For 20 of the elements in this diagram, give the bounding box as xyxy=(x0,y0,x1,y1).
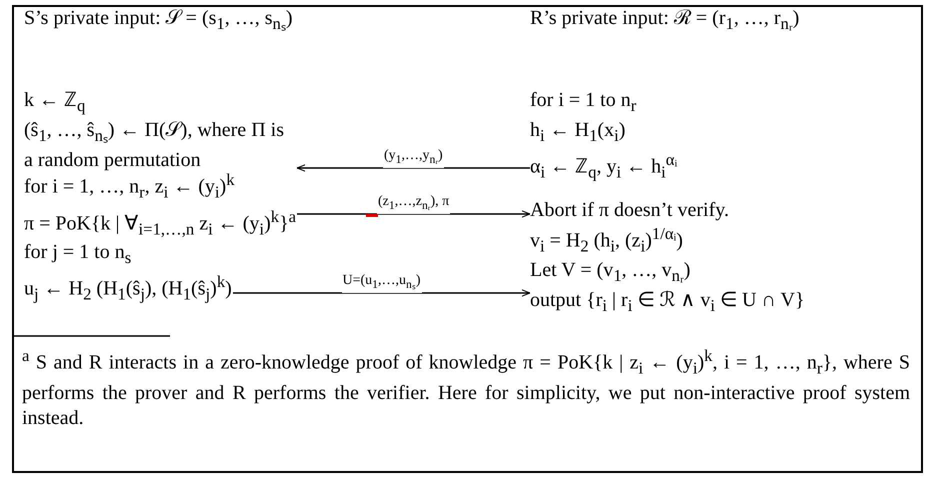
protocol-step-text: v$_{i}$ = H$_{2}$ (h$_{i}$, (z$_{i}$)$^{1/αᵢ}$) xyxy=(530,223,684,258)
protocol-step-text: u$_{j}$ ← H$_{2}$ (H$_{1}$(ŝ$_{j}$), (H$_{1}$(ŝ$_{j}$)$^{k}$) xyxy=(24,271,232,306)
input-heading: R’s private input: ℛ = (r$_{1}$, …, r$_{nᵣ}$) xyxy=(530,6,800,35)
message-arrow xyxy=(297,210,530,218)
protocol-step-text: Let V = (v$_{1}$, …, v$_{nᵣ}$) xyxy=(530,258,692,287)
protocol-step-text: for j = 1 to n$_{s}$ xyxy=(24,240,132,269)
protocol-step-text: output {r$_{i}$ | r$_{i}$ ∈ ℛ ∧ v$_{i}$ ∈ U ∩ V} xyxy=(530,288,805,317)
protocol-step-text: for i = 1 to n$_{r}$ xyxy=(530,88,638,117)
protocol-step-text: Abort if π doesn’t verify. xyxy=(530,198,729,222)
protocol-step-text: for i = 1, …, n$_{r}$, z$_{i}$ ← (y$_{i}$)$^{k}$ xyxy=(24,170,236,204)
edge-label: (z$_{1}$,…,z$_{nᵣ}$), π xyxy=(377,194,450,214)
input-heading: S’s private input: 𝒮 = (s$_{1}$, …, s$_{nₛ}$) xyxy=(24,6,293,35)
protocol-step-text: h$_{i}$ ← H$_{1}$(x$_{i}$) xyxy=(530,118,626,147)
message-arrow xyxy=(233,289,530,297)
protocol-step-text: k ← ℤ$_{q}$ xyxy=(24,88,86,117)
message-arrow xyxy=(296,164,530,172)
protocol-step-text: π = PoK{k | ∀$_{i=1,…,n}$ z$_{i}$ ← (y$_{i}$)$^{k}$}$^{a}$ xyxy=(24,206,296,240)
edge-label: (y$_{1}$,…,y$_{nᵣ}$) xyxy=(383,148,444,168)
edge-label: U=(u$_{1}$,…,u$_{nₛ}$) xyxy=(342,273,422,293)
footnote-text: $^{a}$ S and R interacts in a zero-knowledge proof of knowledge π = PoK{k | z$_{i}$ ← (y$_{i}$)$^{k}$, i = 1, …, n$_{r}$}, where S performs the prover and R performs the verifier. Here for simplicity, we put non-interactive proof system instead. xyxy=(22,345,910,431)
